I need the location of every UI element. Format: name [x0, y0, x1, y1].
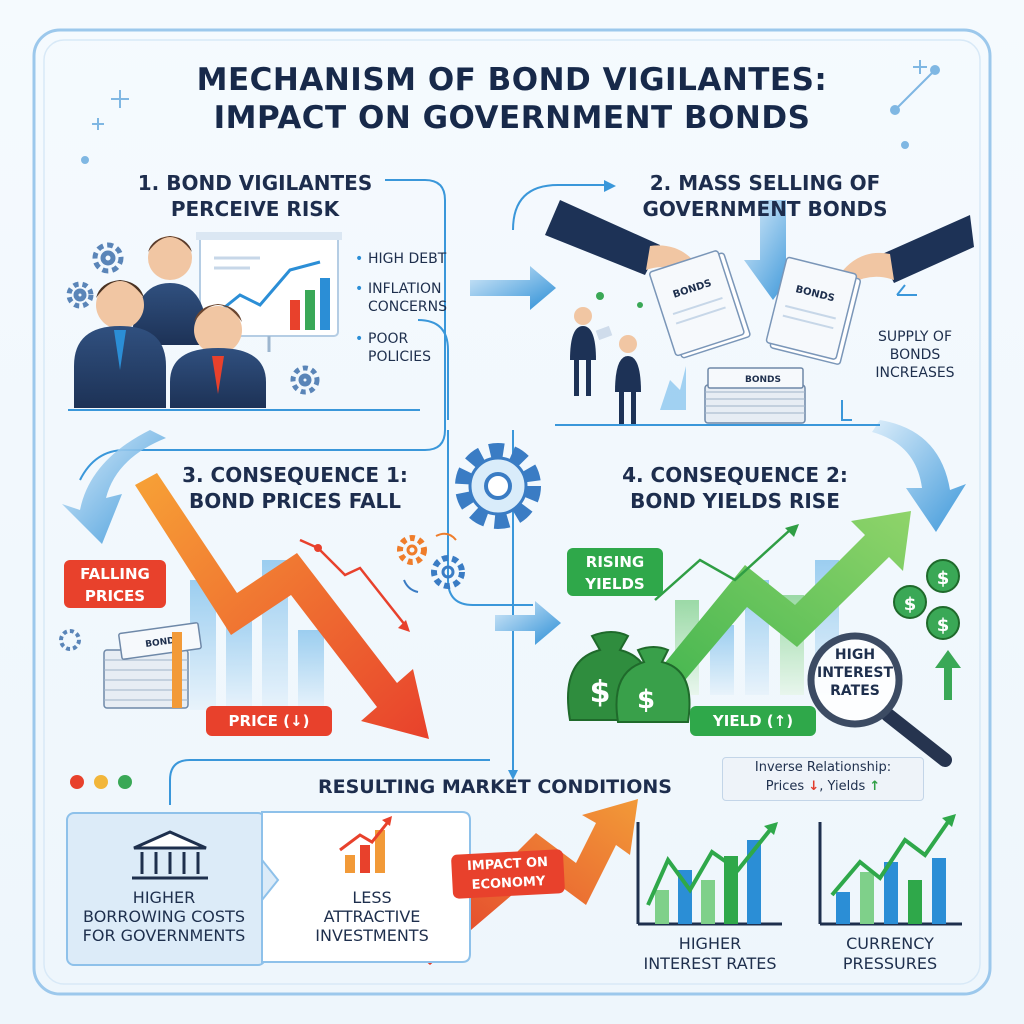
borrowing-costs-line-2: BORROWING COSTS [83, 907, 245, 926]
falling-prices-badge-line-1: FALLING [80, 565, 150, 583]
investor-people [68, 236, 420, 411]
central-gear-icon [455, 443, 541, 529]
step3-heading-line-1: 3. CONSEQUENCE 1: [182, 463, 408, 487]
svg-text:BONDS: BONDS [745, 375, 781, 385]
rising-yields-badge-line-1: RISING [585, 553, 645, 571]
svg-text:$: $ [637, 685, 655, 715]
arrow-step1-to-step2 [470, 266, 556, 310]
mini-chart-icon [339, 816, 392, 873]
falling-prices-badge-line-2: PRICES [84, 587, 146, 605]
step1-bullet-inflation-2: CONCERNS [368, 299, 447, 315]
step1-bullet-poor-2: POLICIES [368, 349, 432, 365]
supply-label-line-2: BONDS [889, 347, 941, 363]
window-dots [70, 775, 132, 789]
sparkle-decoration [81, 60, 940, 164]
step4-heading-line-2: BOND YIELDS RISE [630, 489, 840, 513]
dollar-coins-icon: $ $ $ [893, 559, 961, 700]
step4-heading-line-1: 4. CONSEQUENCE 2: [622, 463, 848, 487]
rising-yields-badge-line-2: YIELDS [585, 575, 645, 593]
inverse-relationship-box: Inverse Relationship: Prices ↓, Yields ↑ [722, 757, 924, 801]
svg-text:$: $ [904, 594, 917, 615]
yield-up-badge: YIELD (↑) [690, 706, 816, 736]
rising-yields-badge: RISING YIELDS [567, 548, 663, 596]
step1-heading-line-2: PERCEIVE RISK [170, 197, 340, 221]
up-arrow-icon: ↑ [869, 779, 881, 794]
svg-text:$: $ [590, 675, 611, 710]
inverse-yields-label: Yields [827, 779, 866, 794]
interest-rates-chart [636, 822, 782, 926]
down-arrow-icon: ↓ [808, 779, 820, 794]
step1-bullet-inflation-1: INFLATION [355, 280, 442, 298]
inverse-relationship-title: Inverse Relationship: [754, 760, 892, 775]
resulting-market-conditions-heading: RESULTING MARKET CONDITIONS [318, 776, 672, 798]
currency-chart [818, 814, 962, 926]
small-falling-line [299, 538, 410, 632]
falling-prices-badge: FALLING PRICES [64, 560, 166, 608]
bond-stack-step3: BONDS [103, 622, 202, 709]
less-attractive-line-3: INVESTMENTS [315, 926, 429, 945]
step1-bullet-poor-1: POOR [355, 330, 408, 348]
supply-label-line-3: INCREASES [875, 365, 955, 381]
step1-heading-line-1: 1. BOND VIGILANTES [137, 171, 373, 195]
less-attractive-line-1: LESS [352, 888, 392, 907]
falling-price-arrow [135, 473, 429, 739]
magnifier-text-line-1: HIGH [834, 647, 876, 663]
impact-on-economy-badge: IMPACT ON ECONOMY [450, 849, 566, 899]
step2-heading-line-2: GOVERNMENT BONDS [642, 197, 888, 221]
borrowing-costs-line-1: HIGHER [132, 888, 196, 907]
higher-interest-rates-line-2: INTEREST RATES [643, 954, 777, 973]
gear-icons-step1 [66, 242, 320, 395]
outer-frame [32, 28, 992, 996]
inverse-relationship-detail: Prices ↓, Yields ↑ [765, 779, 881, 794]
price-down-badge: PRICE (↓) [206, 706, 332, 736]
traders-people [570, 292, 686, 424]
currency-pressures-line-2: PRESSURES [842, 954, 938, 973]
supply-arrow-icon [896, 284, 917, 296]
magnifier-text-line-3: RATES [830, 683, 880, 699]
money-bags-icon: $ $ [567, 631, 691, 723]
supply-label-line-1: SUPPLY OF [877, 329, 953, 345]
step3-heading-line-2: BOND PRICES FALL [188, 489, 402, 513]
main-title-line-1: MECHANISM OF BOND VIGILANTES: [196, 62, 828, 98]
borrowing-costs-line-3: FOR GOVERNMENTS [82, 926, 246, 945]
rising-yield-arrow [655, 511, 911, 699]
step2-heading-line-1: 2. MASS SELLING OF [649, 171, 881, 195]
bond-stack-step2: BONDS [704, 367, 806, 424]
step1-bullet-high-debt: HIGH DEBT [355, 250, 446, 268]
bond-papers-step2: BONDS BONDS BONDS [555, 250, 880, 426]
arrow-step3-to-step4 [495, 601, 561, 645]
main-title-line-2: IMPACT ON GOVERNMENT BONDS [213, 100, 811, 136]
less-attractive-line-2: ATTRACTIVE [323, 907, 421, 926]
magnifier-text-line-2: INTEREST [816, 665, 893, 681]
curved-arrow-right [872, 420, 966, 532]
currency-pressures-line-1: CURRENCY [846, 934, 934, 953]
svg-text:$: $ [937, 615, 950, 636]
higher-interest-rates-line-1: HIGHER [678, 934, 742, 953]
small-gears-icon [59, 532, 465, 651]
inverse-prices-label: Prices [765, 779, 805, 794]
svg-text:$: $ [937, 568, 950, 589]
rising-thin-line [654, 529, 791, 601]
curved-arrow-left [62, 430, 166, 544]
magnifier-icon [807, 632, 952, 767]
